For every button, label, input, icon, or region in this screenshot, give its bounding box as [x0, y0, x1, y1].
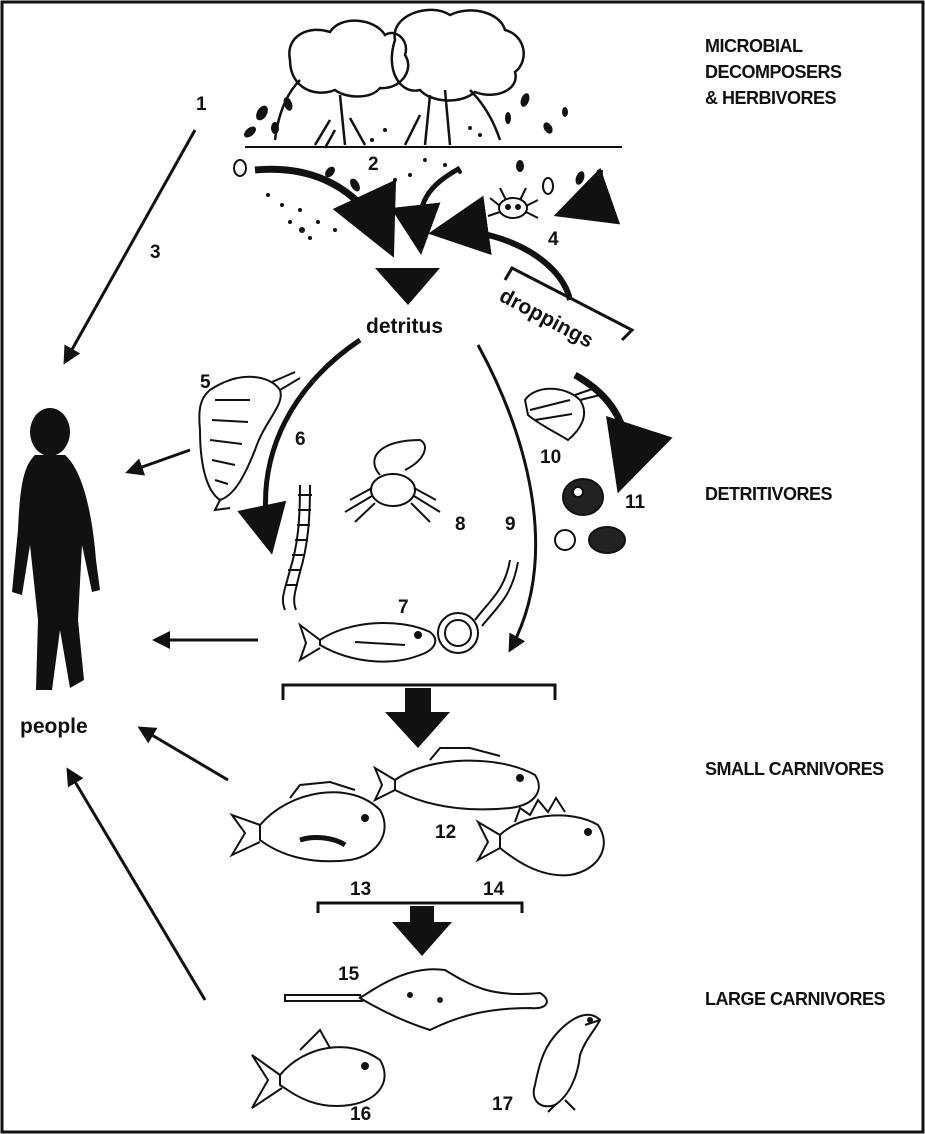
number-2: 2	[368, 154, 379, 175]
number-1: 1	[196, 94, 207, 115]
number-10: 10	[540, 447, 561, 468]
number-12: 12	[435, 822, 456, 843]
category-large-carnivores: LARGE CARNIVORES	[705, 989, 886, 1009]
category-small-carnivores: SMALL CARNIVORES	[705, 759, 884, 779]
flow-arrow-head-2	[392, 922, 452, 956]
shrimp-icon	[525, 388, 600, 440]
sawfish-icon	[285, 969, 547, 1030]
number-8: 8	[455, 514, 466, 535]
flow-arrow-stem-2	[410, 906, 434, 924]
fish-icon	[300, 623, 435, 662]
worm-icon	[438, 560, 518, 653]
number-13: 13	[350, 879, 371, 900]
detritus-label: detritus	[366, 315, 443, 338]
flow-arrow-stem	[405, 688, 431, 714]
heron-icon	[534, 1015, 600, 1112]
worm-icon	[283, 485, 312, 610]
number-6: 6	[295, 429, 306, 450]
fish-icon	[232, 782, 385, 861]
droppings-label: droppings	[496, 284, 597, 353]
category-decomposers-line1: MICROBIAL	[705, 36, 803, 56]
fish-icon	[252, 1030, 385, 1108]
category-decomposers-line3: & HERBIVORES	[705, 88, 837, 108]
fish-icon	[375, 748, 539, 809]
detritus-arrow-head	[375, 268, 440, 305]
number-7: 7	[398, 597, 409, 618]
people-label: people	[20, 715, 88, 738]
mangrove-tree-icon	[275, 10, 524, 148]
number-11: 11	[625, 492, 646, 513]
number-9: 9	[505, 514, 516, 535]
category-decomposers-line2: DECOMPOSERS	[705, 62, 842, 82]
number-4: 4	[548, 229, 559, 250]
number-15: 15	[338, 964, 360, 985]
category-detritivores: DETRITIVORES	[705, 484, 833, 504]
number-5: 5	[200, 372, 211, 393]
person-silhouette-icon	[12, 408, 100, 690]
shrimp-icon	[199, 372, 300, 510]
snail-icon	[555, 479, 625, 553]
leaf-litter	[234, 92, 586, 240]
number-14: 14	[483, 879, 505, 900]
number-3: 3	[150, 242, 161, 263]
flow-arrow-head	[385, 712, 450, 748]
number-16: 16	[350, 1104, 371, 1125]
crab-icon	[488, 188, 538, 218]
number-17: 17	[492, 1094, 513, 1115]
crab-icon	[345, 440, 440, 522]
